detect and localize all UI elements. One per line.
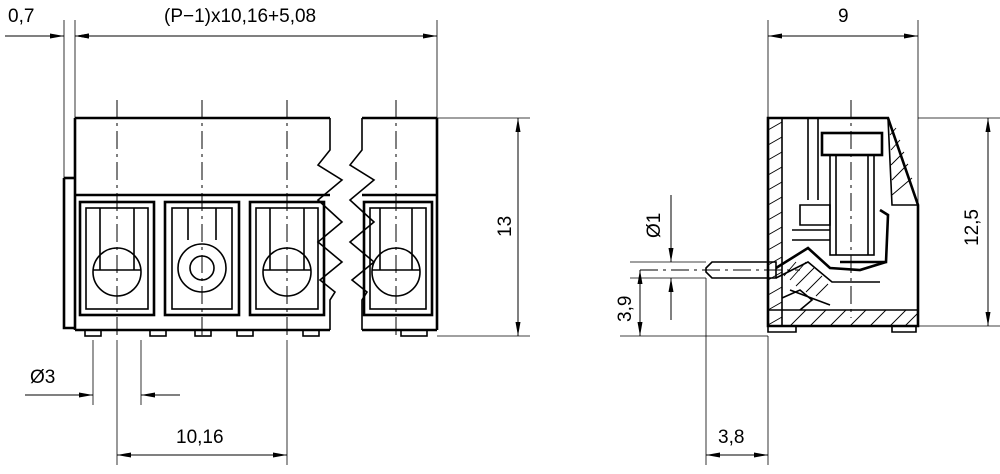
break-lines (316, 118, 376, 330)
terminal-3 (362, 200, 434, 317)
dim-height: 13 (495, 118, 521, 336)
dim-pin-diameter-label: Ø1 (644, 213, 665, 238)
dim-total-label: (P−1)x10,16+5,08 (164, 6, 316, 27)
side-internals (775, 118, 890, 311)
dim-pin-length-label: 3,8 (718, 427, 744, 448)
side-view: 9 12,5 Ø1 3,9 3,8 (615, 6, 1000, 465)
side-centerlines (640, 100, 852, 318)
dim-pin-length: 3,8 (706, 427, 768, 458)
dim-hole: Ø3 (25, 367, 180, 398)
dim-side-height-label: 12,5 (962, 209, 983, 246)
dim-side-height: 12,5 (962, 118, 991, 326)
front-pins (84, 329, 428, 337)
front-centerlines (116, 100, 397, 340)
side-body-outline (766, 116, 920, 333)
dim-pitch-label: 10,16 (176, 427, 224, 448)
dim-pin-diameter: Ø1 (644, 195, 674, 320)
dim-height-label: 13 (495, 216, 516, 237)
dim-side-width: 9 (768, 6, 918, 39)
dim-offset: 0,7 (5, 6, 90, 39)
side-pin (705, 261, 777, 279)
dim-hole-label: Ø3 (30, 367, 55, 388)
dim-pin-height: 3,9 (615, 270, 643, 336)
side-hatching (767, 117, 919, 327)
dim-pitch: 10,16 (117, 427, 287, 458)
dim-offset-label: 0,7 (8, 6, 34, 27)
dim-total-width: (P−1)x10,16+5,08 (75, 6, 437, 39)
dim-pin-height-label: 3,9 (615, 296, 636, 322)
side-extension-lines (620, 20, 1000, 465)
front-view: 0,7 (P−1)x10,16+5,08 13 Ø3 10,16 (5, 6, 530, 465)
dim-side-width-label: 9 (838, 6, 849, 27)
